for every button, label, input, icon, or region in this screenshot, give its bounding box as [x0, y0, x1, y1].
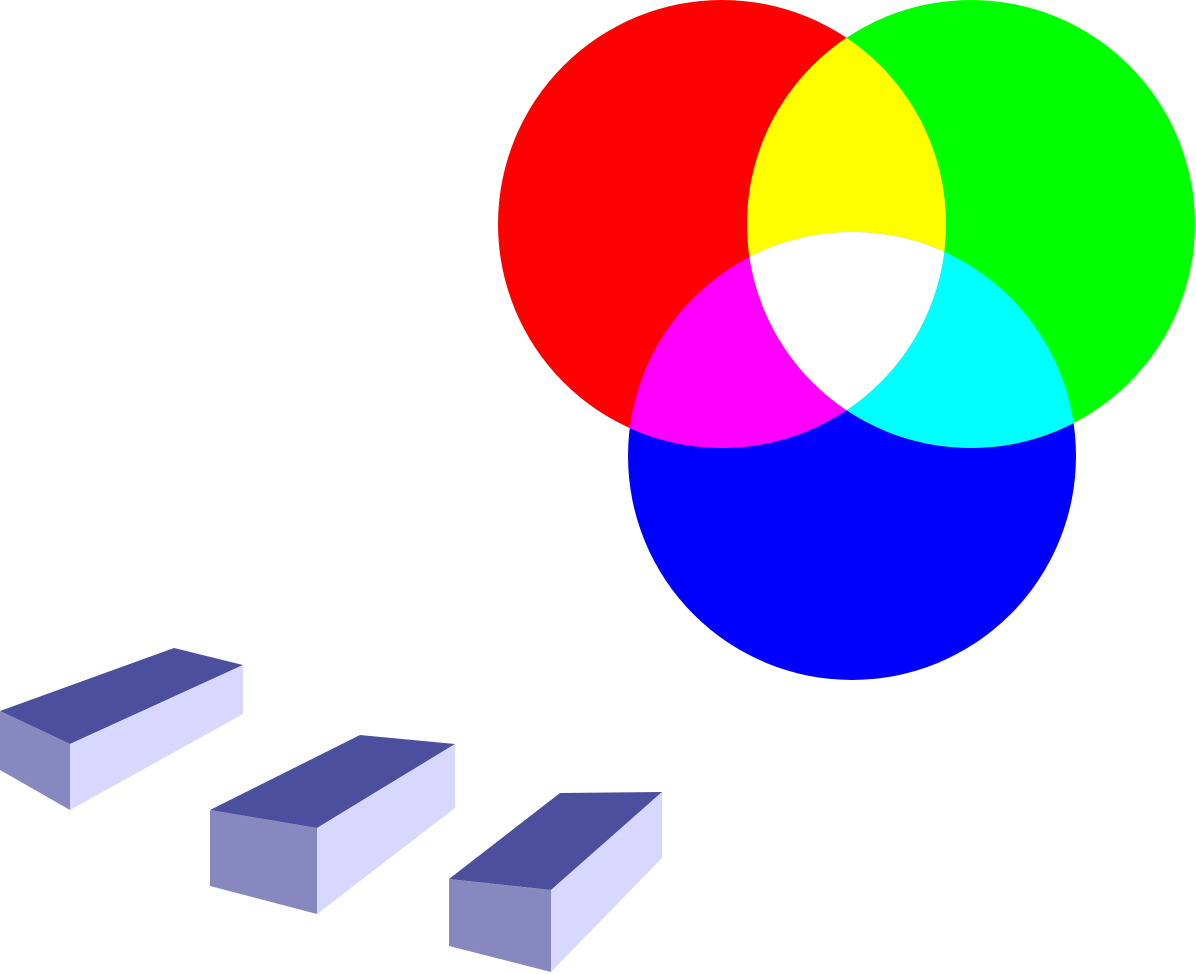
green-projector [449, 792, 662, 972]
cyan-overlap [747, 232, 1076, 448]
red-projector [0, 648, 243, 810]
magenta-overlap [628, 232, 946, 448]
blue-projector [210, 735, 455, 914]
